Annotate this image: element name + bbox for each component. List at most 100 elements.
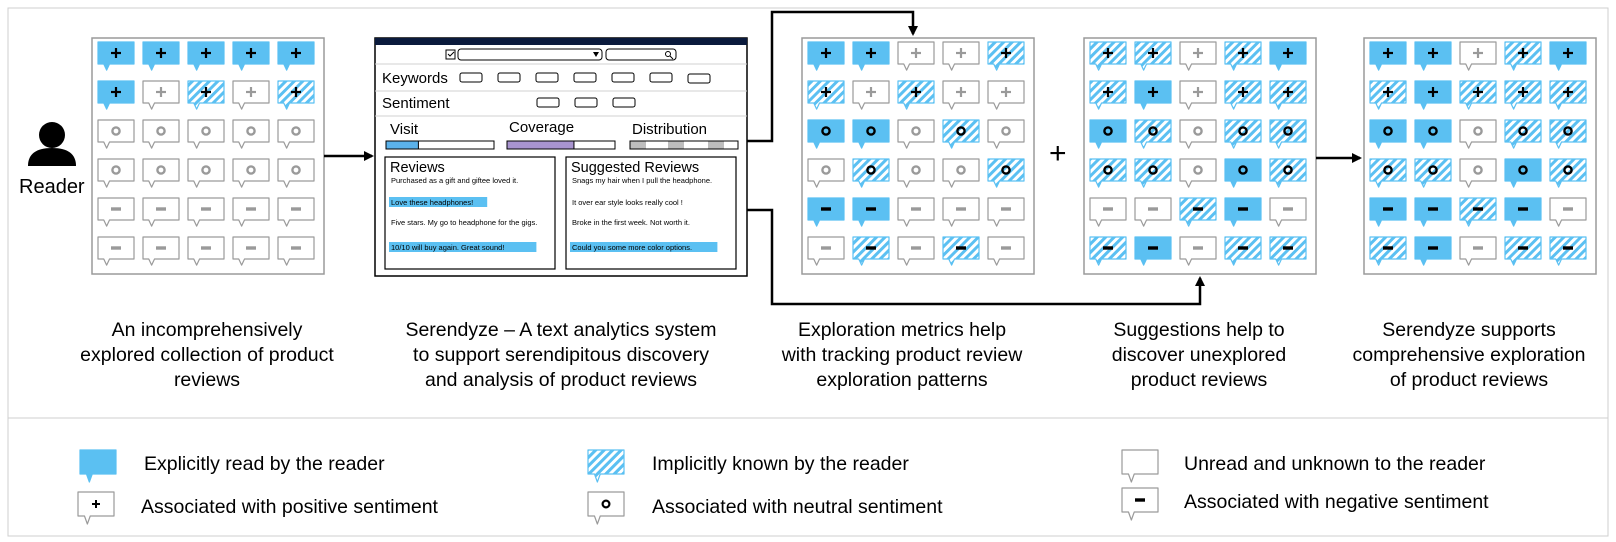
legend-neutral-icon — [587, 491, 625, 525]
positive-icon — [1563, 48, 1573, 58]
caption-initial: reviews — [173, 369, 241, 391]
positive-icon — [866, 48, 876, 58]
positive-icon — [1473, 48, 1483, 58]
negative-icon — [1428, 207, 1438, 211]
negative-icon — [1383, 246, 1393, 250]
positive-icon — [821, 87, 831, 97]
review-bubble — [807, 119, 845, 149]
review-item[interactable]: Purchased as a gift and giftee loved it. — [391, 176, 518, 185]
review-item[interactable]: Broke in the first week. Not worth it. — [572, 218, 690, 227]
review-bubble — [852, 41, 890, 71]
caption-suggestions: product reviews — [1130, 369, 1268, 391]
legend-positive-icon — [77, 491, 115, 525]
review-item[interactable]: Love these headphones! — [389, 197, 488, 207]
negative-icon — [1193, 246, 1203, 250]
review-bubble — [1269, 236, 1307, 266]
mockup-dropdown[interactable] — [457, 48, 603, 61]
review-bubble — [942, 41, 980, 71]
negative-icon — [866, 207, 876, 211]
negative-icon — [291, 246, 301, 250]
keyword-pills[interactable] — [459, 72, 711, 84]
review-item[interactable]: Five stars. My go to headphone for the g… — [391, 218, 537, 227]
review-bubble — [1179, 41, 1217, 71]
positive-icon — [246, 87, 256, 97]
review-bubble — [1089, 41, 1127, 71]
review-bubble — [897, 236, 935, 266]
review-bubble — [277, 119, 315, 149]
neutral-icon — [1148, 126, 1158, 136]
caption-metrics: exploration patterns — [816, 369, 988, 391]
positive-icon — [866, 87, 876, 97]
positive-icon — [1383, 48, 1393, 58]
neutral-icon — [1001, 126, 1011, 136]
review-bubble — [1134, 158, 1172, 188]
keywords-label: Keywords — [382, 70, 448, 87]
neutral-icon — [956, 126, 966, 136]
review-item[interactable]: 10/10 will buy again. Great sound! — [389, 242, 537, 252]
review-bubble — [1414, 236, 1452, 266]
review-text: Purchased as a gift and giftee loved it. — [391, 176, 518, 185]
review-bubble — [942, 80, 980, 110]
review-item[interactable]: Snags my hair when I pull the headphone. — [572, 176, 712, 185]
serendyze-mockup: Keywords Sentiment Visit Coverage Distri… — [374, 37, 748, 277]
neutral-icon — [1383, 165, 1393, 175]
negative-icon — [1283, 207, 1293, 211]
review-bubble — [1179, 80, 1217, 110]
review-bubble — [142, 41, 180, 71]
positive-icon — [291, 48, 301, 58]
review-bubble — [232, 158, 270, 188]
review-item[interactable]: Could you some more color options. — [570, 242, 718, 252]
negative-icon — [1148, 207, 1158, 211]
mockup-checkbox[interactable] — [445, 49, 456, 60]
legend-negative-label: Associated with negative sentiment — [1184, 491, 1489, 513]
negative-icon — [291, 207, 301, 211]
review-bubble — [1459, 158, 1497, 188]
review-bubble — [97, 197, 135, 227]
legend-positive-label: Associated with positive sentiment — [141, 496, 438, 518]
negative-icon — [1193, 207, 1203, 211]
neutral-icon — [1283, 126, 1293, 136]
review-bubble — [1504, 119, 1542, 149]
neutral-icon — [911, 165, 921, 175]
review-bubble — [1504, 80, 1542, 110]
review-bubble — [1224, 80, 1262, 110]
mockup-search-box[interactable] — [605, 48, 677, 61]
positive-icon — [1103, 48, 1113, 58]
caption-final: comprehensive exploration — [1352, 344, 1586, 366]
sentiment-pills[interactable] — [536, 97, 636, 108]
neutral-icon — [201, 126, 211, 136]
review-bubble — [187, 119, 225, 149]
review-bubble — [1089, 158, 1127, 188]
review-bubble — [142, 119, 180, 149]
review-item[interactable]: It over ear style looks really cool ! — [572, 198, 683, 207]
neutral-icon — [156, 165, 166, 175]
review-bubble — [1549, 41, 1587, 71]
review-bubble — [1089, 119, 1127, 149]
caption-initial: explored collection of product — [80, 344, 334, 366]
review-bubble — [1224, 41, 1262, 71]
negative-icon — [1473, 207, 1483, 211]
neutral-icon — [821, 126, 831, 136]
neutral-icon — [1238, 126, 1248, 136]
negative-icon — [201, 246, 211, 250]
positive-icon — [1001, 87, 1011, 97]
mockup-titlebar — [375, 38, 747, 45]
review-bubble — [1179, 236, 1217, 266]
coverage-bar-fill — [506, 140, 575, 150]
review-bubble — [1459, 236, 1497, 266]
review-bubble — [232, 236, 270, 266]
neutral-icon — [1103, 126, 1113, 136]
review-bubble — [987, 41, 1025, 71]
figure-border — [7, 7, 1609, 537]
negative-icon — [1518, 246, 1528, 250]
review-bubble — [807, 80, 845, 110]
negative-icon — [111, 207, 121, 211]
review-bubble — [1224, 119, 1262, 149]
caption-system: and analysis of product reviews — [424, 369, 698, 391]
positive-icon — [1518, 87, 1528, 97]
neutral-icon — [1473, 165, 1483, 175]
positive-icon — [1193, 48, 1203, 58]
review-bubble — [97, 236, 135, 266]
review-bubble — [807, 236, 845, 266]
